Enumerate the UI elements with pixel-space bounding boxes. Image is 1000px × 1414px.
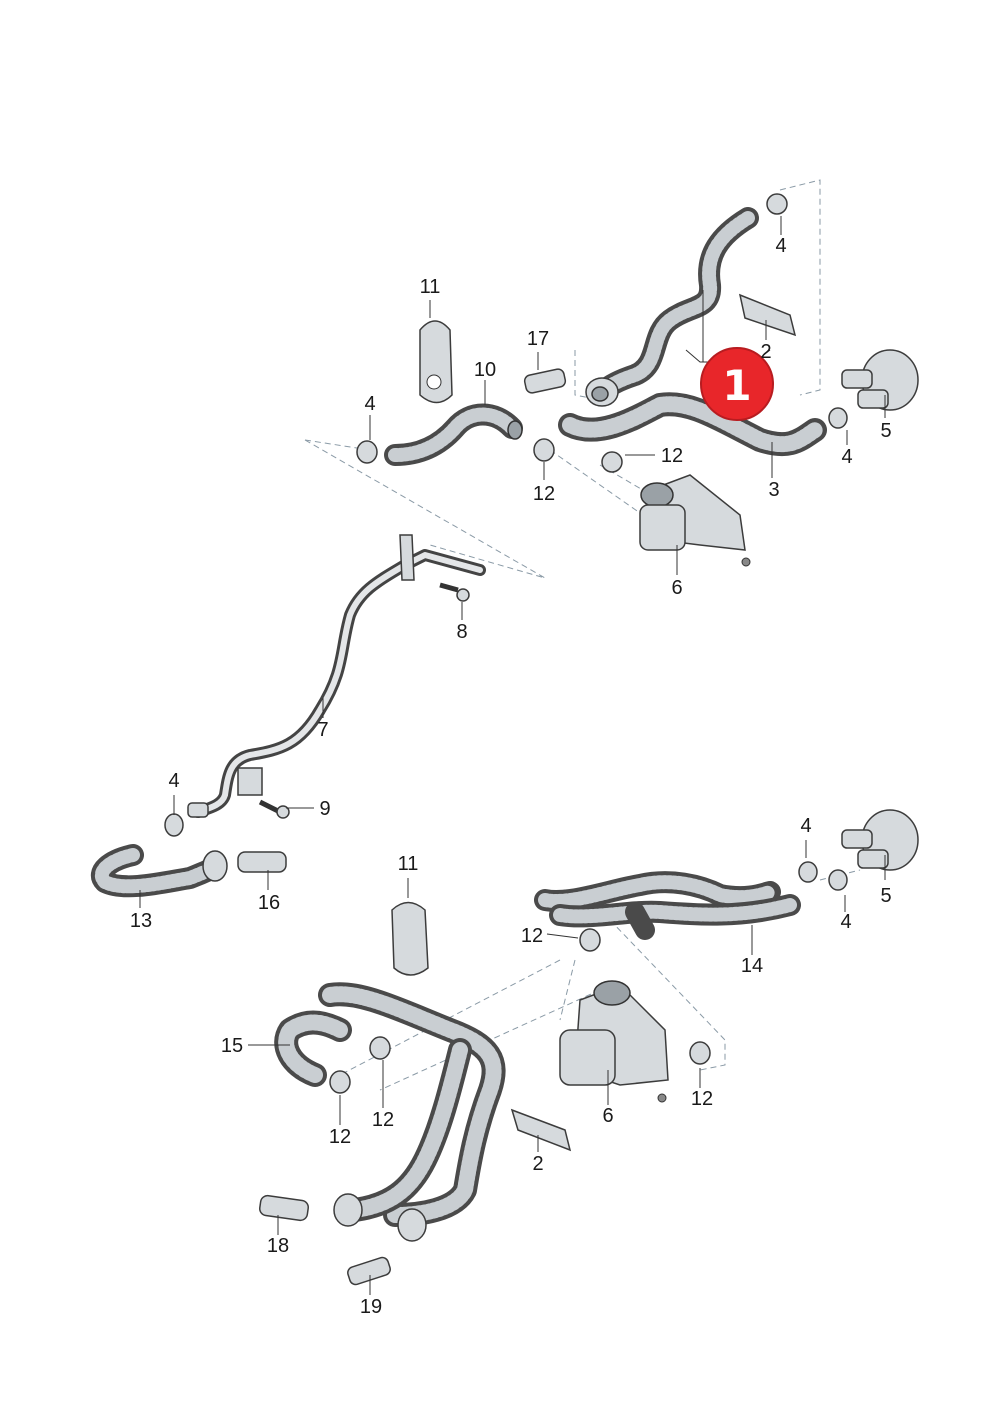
gasket-bottom (510, 1108, 572, 1152)
callout-label-11: 11 (398, 853, 419, 875)
callout-label-3: 3 (768, 479, 779, 501)
callout-label-10: 10 (474, 359, 496, 381)
callout-label-4: 4 (168, 770, 179, 792)
flange-top (841, 349, 919, 411)
bolt-8 (439, 582, 470, 602)
connector-17 (523, 368, 567, 394)
clamp-left (164, 802, 209, 837)
connector-19 (347, 1256, 391, 1286)
callout-label-5: 5 (880, 420, 891, 442)
callout-label-15: 15 (221, 1035, 243, 1057)
callout-label-11: 11 (420, 276, 441, 298)
callout-label-4: 4 (841, 446, 852, 468)
clamps-top (356, 193, 848, 473)
callout-label-12: 12 (661, 445, 683, 467)
callout-label-4: 4 (364, 393, 375, 415)
hose-15 (274, 982, 506, 1242)
hose-3 (558, 392, 827, 457)
flange-bottom (841, 809, 919, 871)
hose-14 (534, 871, 801, 940)
callout-label-18: 18 (267, 1235, 289, 1257)
gasket-top (738, 293, 797, 337)
callout-label-8: 8 (456, 621, 467, 643)
connector-16 (237, 851, 287, 873)
callout-label-12: 12 (691, 1088, 713, 1110)
callout-label-2: 2 (760, 341, 771, 363)
callout-label-7: 7 (317, 719, 328, 741)
callout-label-4: 4 (800, 815, 811, 837)
cover-plate-bottom (391, 901, 429, 976)
bolt-9 (258, 799, 290, 819)
callout-label-17: 17 (527, 328, 549, 350)
callout-label-9: 9 (319, 798, 330, 820)
callout-label-5: 5 (880, 885, 891, 907)
leader-lines (139, 216, 886, 1295)
callout-label-13: 13 (130, 910, 152, 932)
callout-label-6: 6 (602, 1105, 613, 1127)
callout-label-12: 12 (372, 1109, 394, 1131)
callout-label-6: 6 (671, 577, 682, 599)
callout-label-4: 4 (775, 235, 786, 257)
pump-top (639, 474, 751, 567)
callout-label-12: 12 (521, 925, 543, 947)
hose-10 (384, 403, 523, 466)
pump-bottom (559, 980, 669, 1103)
callout-label-4: 4 (840, 911, 851, 933)
hose-upper (585, 207, 759, 407)
callout-label-16: 16 (258, 892, 280, 914)
hose-13 (90, 844, 228, 898)
callout-label-12: 12 (329, 1126, 351, 1148)
callout-label-1: 1 (722, 361, 751, 410)
pipe-7 (192, 534, 486, 818)
callout-label-14: 14 (741, 955, 763, 977)
connector-18 (258, 1194, 310, 1222)
cover-plate-top (419, 320, 453, 404)
clamps-bottom (329, 861, 848, 1094)
callout-labels: 4 2 5 4 3 12 6 11 10 17 4 12 8 7 9 4 13 … (130, 235, 892, 1318)
callout-label-19: 19 (360, 1296, 382, 1318)
callout-label-2: 2 (532, 1153, 543, 1175)
callout-badge-1: 1 (700, 347, 774, 421)
callout-label-12: 12 (533, 483, 555, 505)
